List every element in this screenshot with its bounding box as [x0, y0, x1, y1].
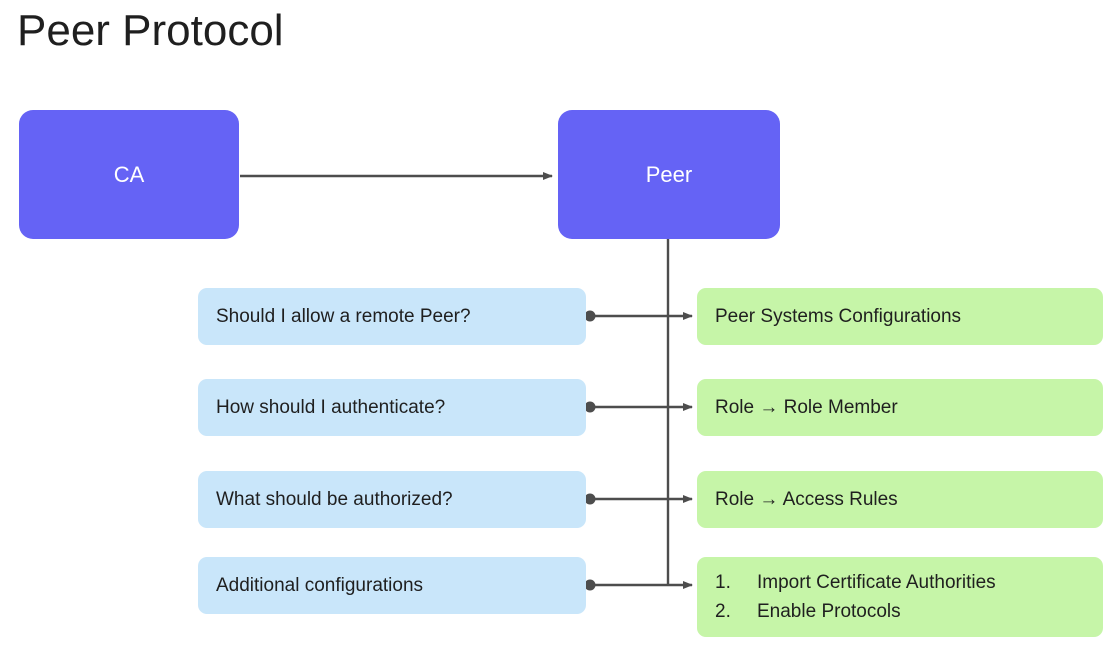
question-node-3-label: What should be authorized? — [216, 488, 453, 510]
question-node-2[interactable]: How should I authenticate? — [198, 379, 586, 436]
page-title: Peer Protocol — [17, 6, 284, 55]
node-ca[interactable]: CA — [19, 110, 239, 239]
edge-row-3 — [584, 493, 693, 505]
question-node-1[interactable]: Should I allow a remote Peer? — [198, 288, 586, 345]
answer-node-3[interactable]: Role → Access Rules — [697, 471, 1103, 528]
answer-node-4-item-1-label: Import Certificate Authorities — [757, 572, 996, 593]
answer-node-1[interactable]: Peer Systems Configurations — [697, 288, 1103, 345]
answer-node-3-label: Role → Access Rules — [715, 488, 898, 510]
node-peer[interactable]: Peer — [558, 110, 780, 239]
node-ca-label: CA — [113, 161, 145, 187]
answer-node-1-label: Peer Systems Configurations — [715, 305, 962, 327]
list-item: 1. Import Certificate Authorities — [715, 568, 996, 597]
answer-node-4[interactable]: 1. Import Certificate Authorities 2. Ena… — [697, 557, 1103, 637]
question-node-3[interactable]: What should be authorized? — [198, 471, 586, 528]
answer-node-2[interactable]: Role → Role Member — [697, 379, 1103, 436]
node-peer-label: Peer — [645, 161, 693, 187]
answer-node-4-item-2-label: Enable Protocols — [757, 601, 901, 622]
answer-node-4-item-1-number: 1. — [715, 572, 731, 593]
question-node-1-label: Should I allow a remote Peer? — [216, 305, 471, 327]
list-item: 2. Enable Protocols — [715, 597, 996, 626]
question-node-4-label: Additional configurations — [216, 574, 424, 596]
question-node-2-label: How should I authenticate? — [216, 396, 446, 418]
answer-node-2-label: Role → Role Member — [715, 396, 898, 418]
edge-row-2 — [584, 401, 693, 413]
question-node-4[interactable]: Additional configurations — [198, 557, 586, 614]
edge-row-4 — [584, 579, 693, 591]
answer-node-4-item-2-number: 2. — [715, 601, 731, 622]
answer-node-4-list: 1. Import Certificate Authorities 2. Ena… — [715, 568, 996, 626]
edge-row-1 — [584, 310, 693, 322]
